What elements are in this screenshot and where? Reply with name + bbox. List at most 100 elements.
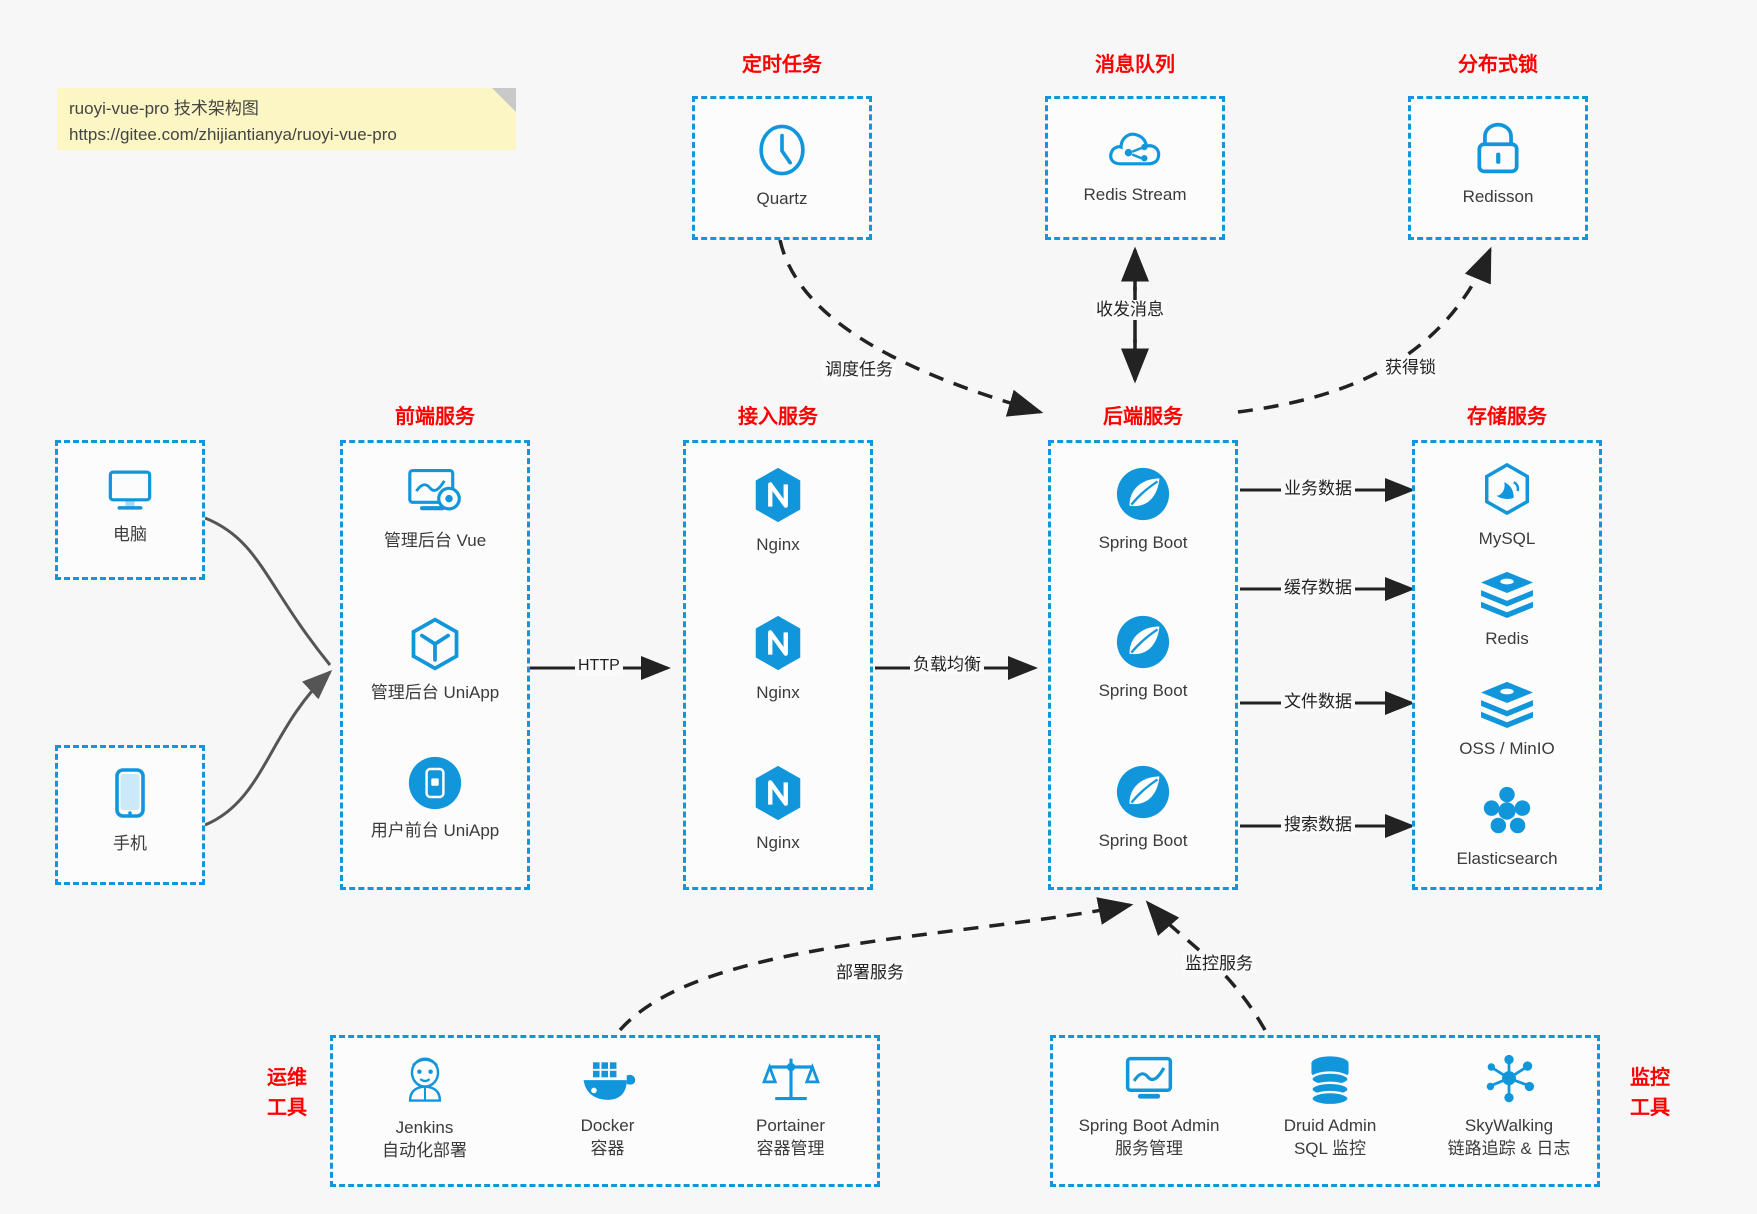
node-redis[interactable]: Redis xyxy=(1415,569,1599,650)
group-box-backend: Spring Boot Spring Boot Spring Boot xyxy=(1048,440,1238,890)
dashboard-icon xyxy=(408,469,461,511)
node-label: 管理后台 Vue xyxy=(383,531,487,550)
group-title-gateway: 接入服务 xyxy=(738,406,818,428)
node-sublabel: 链路追踪 & 日志 xyxy=(1447,1139,1571,1158)
node-spring-boot-2[interactable]: Spring Boot xyxy=(1051,613,1235,702)
node-sublabel: 自动化部署 xyxy=(382,1141,467,1160)
cloud-stream-icon xyxy=(1109,132,1161,166)
node-label: 电脑 xyxy=(113,525,147,544)
node-label: Spring Boot xyxy=(1098,533,1188,552)
group-title-frontend: 前端服务 xyxy=(395,406,475,428)
node-label: Elasticsearch xyxy=(1456,849,1558,868)
spring-icon xyxy=(1116,615,1170,669)
node-label: Nginx xyxy=(756,833,800,852)
note-fold-icon xyxy=(492,88,516,112)
group-box-monitoring: Spring Boot Admin 服务管理 Druid Admin SQL 监… xyxy=(1050,1035,1600,1187)
oss-icon xyxy=(1481,681,1533,729)
node-elasticsearch[interactable]: Elasticsearch xyxy=(1415,783,1599,870)
node-jenkins[interactable]: Jenkins 自动化部署 xyxy=(333,1054,516,1162)
node-portainer[interactable]: Portainer 容器管理 xyxy=(699,1054,882,1160)
group-title-backend: 后端服务 xyxy=(1103,406,1183,428)
group-box-frontend: 管理后台 Vue 管理后台 UniApp 用户前台 UniApp xyxy=(340,440,530,890)
node-label: Nginx xyxy=(756,535,800,554)
node-label: Redis xyxy=(1485,629,1529,648)
node-spring-boot-1[interactable]: Spring Boot xyxy=(1051,465,1235,554)
node-admin-vue[interactable]: 管理后台 Vue xyxy=(343,465,527,552)
edge-label-search-data: 搜索数据 xyxy=(1281,815,1355,835)
node-desktop[interactable]: 电脑 xyxy=(58,465,202,546)
node-sublabel: 容器 xyxy=(590,1139,625,1158)
node-redisson[interactable]: Redisson xyxy=(1411,119,1585,208)
edge-label-load-balance: 负载均衡 xyxy=(910,655,984,675)
node-quartz[interactable]: Quartz xyxy=(695,121,869,210)
node-label: Redisson xyxy=(1462,187,1534,206)
database-icon xyxy=(1310,1056,1350,1106)
node-sublabel: SQL 监控 xyxy=(1293,1139,1367,1158)
node-admin-uniapp[interactable]: 管理后台 UniApp xyxy=(343,615,527,704)
node-skywalking[interactable]: SkyWalking 链路追踪 & 日志 xyxy=(1415,1054,1603,1160)
node-nginx-3[interactable]: Nginx xyxy=(686,763,870,854)
jenkins-icon xyxy=(408,1057,441,1102)
node-label: Jenkins xyxy=(395,1118,454,1137)
note-line-2: https://gitee.com/zhijiantianya/ruoyi-vu… xyxy=(69,125,397,144)
group-title-monitoring-line2: 工具 xyxy=(1630,1097,1670,1119)
node-phone[interactable]: 手机 xyxy=(58,766,202,855)
node-label: Quartz xyxy=(756,189,808,208)
monitor-chart-icon xyxy=(1125,1056,1173,1099)
edge-label-schedule-task: 调度任务 xyxy=(822,360,896,380)
network-nodes-icon xyxy=(1486,1054,1535,1103)
node-label: Spring Boot Admin xyxy=(1078,1116,1220,1135)
edge-label-file-data: 文件数据 xyxy=(1281,692,1355,712)
node-label: Docker xyxy=(580,1116,635,1135)
node-nginx-1[interactable]: Nginx xyxy=(686,465,870,556)
node-label: SkyWalking xyxy=(1464,1116,1554,1135)
node-label: Druid Admin xyxy=(1283,1116,1377,1135)
group-box-devops: Jenkins 自动化部署 Docker 容器 xyxy=(330,1035,880,1187)
elasticsearch-icon xyxy=(1483,786,1531,834)
node-nginx-2[interactable]: Nginx xyxy=(686,613,870,704)
node-redis-stream[interactable]: Redis Stream xyxy=(1048,121,1222,206)
node-label: Portainer xyxy=(756,1116,825,1135)
node-label: Nginx xyxy=(756,683,800,702)
node-label: Spring Boot xyxy=(1098,681,1188,700)
nginx-icon xyxy=(755,467,801,523)
edge-label-business-data: 业务数据 xyxy=(1281,479,1355,499)
node-mysql[interactable]: MySQL xyxy=(1415,461,1599,550)
nginx-icon xyxy=(755,765,801,821)
group-title-devops-line2: 工具 xyxy=(267,1097,307,1119)
mysql-icon xyxy=(1484,462,1530,516)
group-box-storage: MySQL Redis OSS / MinIO xyxy=(1412,440,1602,890)
edge-label-monitor-service: 监控服务 xyxy=(1182,954,1256,974)
group-title-distributed-lock: 分布式锁 xyxy=(1458,54,1538,76)
edge-label-http: HTTP xyxy=(575,656,623,676)
info-note: ruoyi-vue-pro 技术架构图 https://gitee.com/zh… xyxy=(57,88,516,150)
node-docker[interactable]: Docker 容器 xyxy=(516,1058,699,1160)
group-title-message-queue: 消息队列 xyxy=(1095,54,1175,76)
edge-label-send-receive-message: 收发消息 xyxy=(1093,300,1167,320)
node-label: 用户前台 UniApp xyxy=(370,821,500,840)
cube-icon xyxy=(411,617,459,671)
node-spring-boot-admin[interactable]: Spring Boot Admin 服务管理 xyxy=(1053,1054,1245,1160)
group-title-monitoring: 监控 工具 xyxy=(1618,1063,1682,1123)
group-box-distributed-lock: Redisson xyxy=(1408,96,1588,240)
node-druid-admin[interactable]: Druid Admin SQL 监控 xyxy=(1245,1054,1415,1160)
node-label: 手机 xyxy=(113,834,147,853)
node-label: OSS / MinIO xyxy=(1459,739,1555,758)
group-title-monitoring-line1: 监控 xyxy=(1630,1067,1670,1089)
node-user-uniapp[interactable]: 用户前台 UniApp xyxy=(343,755,527,842)
node-spring-boot-3[interactable]: Spring Boot xyxy=(1051,763,1235,852)
clock-icon xyxy=(759,124,805,176)
mobile-app-icon xyxy=(408,756,462,810)
client-box-phone: 手机 xyxy=(55,745,205,885)
group-box-message-queue: Redis Stream xyxy=(1045,96,1225,240)
note-line-1: ruoyi-vue-pro 技术架构图 xyxy=(69,99,259,118)
redis-icon xyxy=(1481,571,1533,619)
edge-label-deploy-service: 部署服务 xyxy=(833,963,907,983)
spring-icon xyxy=(1116,467,1170,521)
group-title-devops: 运维 工具 xyxy=(255,1063,319,1123)
edge-label-cache-data: 缓存数据 xyxy=(1281,578,1355,598)
node-sublabel: 服务管理 xyxy=(1115,1139,1183,1158)
lock-icon xyxy=(1477,122,1519,174)
node-oss-minio[interactable]: OSS / MinIO xyxy=(1415,679,1599,760)
